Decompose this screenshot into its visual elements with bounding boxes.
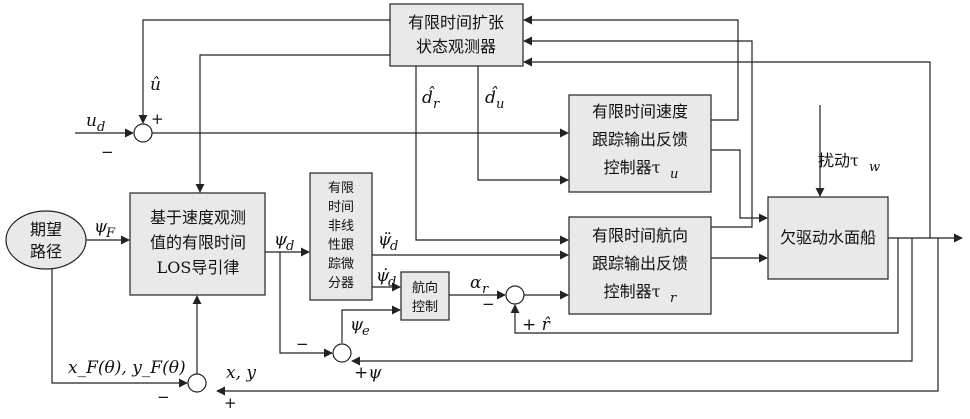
r-hat-label: + r̂ [522,315,551,335]
u-hat-label: û [150,75,161,95]
heading-sum-minus: − [482,295,495,313]
du-label-sub: u [496,97,504,112]
eso-to-los-line [200,55,390,192]
xy-label: x, y [226,363,256,383]
diff-line-2: 时间 [328,200,354,215]
eso-line-1: 有限时间扩张 [408,13,504,32]
los-line-1: 基于速度观测 [150,208,246,227]
speed-sum-minus: − [101,143,114,161]
heading-ctrl-line-2: 跟踪输出反馈 [592,254,688,273]
position-sum-minus: − [157,388,170,406]
heading-ctrl-line-3: 控制器τ [604,282,661,301]
sum-junction-heading [506,286,524,304]
disturbance-label-sub: w [869,160,880,175]
position-sum-plus: + [224,394,237,412]
sum-junction-psi-error [333,344,351,362]
speed-ctrl-line-2: 跟踪输出反馈 [592,130,688,149]
disturbance-label: 扰动τ [818,151,859,170]
diff-line-4: 性跟 [328,238,354,253]
ud-label: u [86,111,97,131]
diff-line-1: 有限 [328,181,354,196]
vessel-label: 欠驱动水面船 [780,228,876,247]
tau-u-to-vessel-line [711,150,767,218]
eso-line-2: 状态观测器 [416,37,496,56]
psi-d-label-sub: d [286,239,294,254]
los-line-3: LOS导引律 [157,258,240,277]
alpha-r-label: α [470,273,482,293]
xy-f-label: x_F(θ), y_F(θ) [68,358,186,378]
diff-line-5: 踪微 [328,257,354,272]
diff-line-6: 分器 [328,276,354,291]
path-line-1: 期望 [30,220,62,239]
u-hat-line [143,20,390,123]
psi-dot-label-sub: d [388,275,396,290]
ud-label-sub: d [97,120,105,135]
psi-f-label-sub: F [105,226,116,241]
psi-e-label-sub: e [362,324,370,339]
psi-error-minus: − [296,335,309,353]
sum-junction-speed [134,124,152,142]
path-line-2: 路径 [30,242,62,261]
plus-psi-label: +ψ [354,363,382,383]
dr-label-sub: r [433,97,440,112]
speed-ctrl-line-1: 有限时间速度 [592,102,688,121]
speed-sum-plus: + [151,110,164,128]
heading-line-2: 控制 [412,300,438,315]
diff-line-3: 非线 [328,219,354,234]
heading-ctrl-line-1: 有限时间航向 [592,226,688,245]
psi-dd-label-sub: d [390,239,398,254]
heading-line-1: 航向 [412,280,438,296]
speed-ctrl-sub: u [670,167,678,182]
los-line-2: 值的有限时间 [150,233,246,252]
heading-ctrl-sub: r [670,291,677,306]
speed-ctrl-line-3: 控制器τ [604,158,661,177]
du-line [478,66,568,180]
sum-junction-position [188,374,206,392]
